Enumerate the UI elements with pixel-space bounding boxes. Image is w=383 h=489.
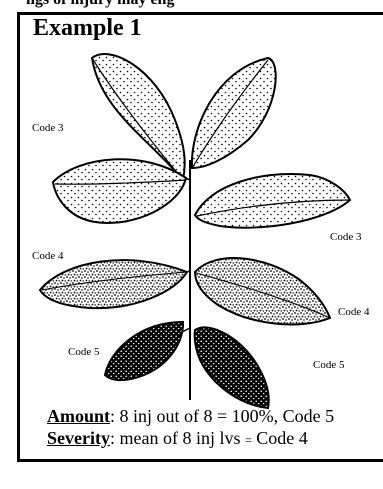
amount-line: Amount: 8 inj out of 8 = 100%, Code 5 [47,406,334,427]
code-label-upper-left: Code 3 [32,122,63,134]
severity-text-b: Code 4 [252,428,308,448]
severity-label: Severity [47,428,110,448]
severity-eq: = [245,433,252,447]
leaf-middle-left [53,159,186,223]
amount-label: Amount [47,406,110,426]
code-label-middle-right: Code 3 [330,231,361,243]
severity-text-a: : mean of 8 inj lvs [110,428,245,448]
amount-text: : 8 inj out of 8 = 100%, Code 5 [110,406,334,426]
leaf-bottom-left [105,322,183,380]
leaf-lower-left [40,260,187,308]
severity-line: Severity: mean of 8 inj lvs = Code 4 [47,428,308,449]
leaf-upper-right [192,58,276,168]
code-label-bottom-left: Code 5 [68,346,99,358]
leaf-lower-right [195,258,330,324]
code-label-lower-left: Code 4 [32,250,63,262]
leaf-bottom-right [195,327,269,408]
leaf-petiole-left [178,175,190,332]
code-label-bottom-right: Code 5 [313,359,344,371]
code-label-lower-right: Code 4 [338,306,369,318]
